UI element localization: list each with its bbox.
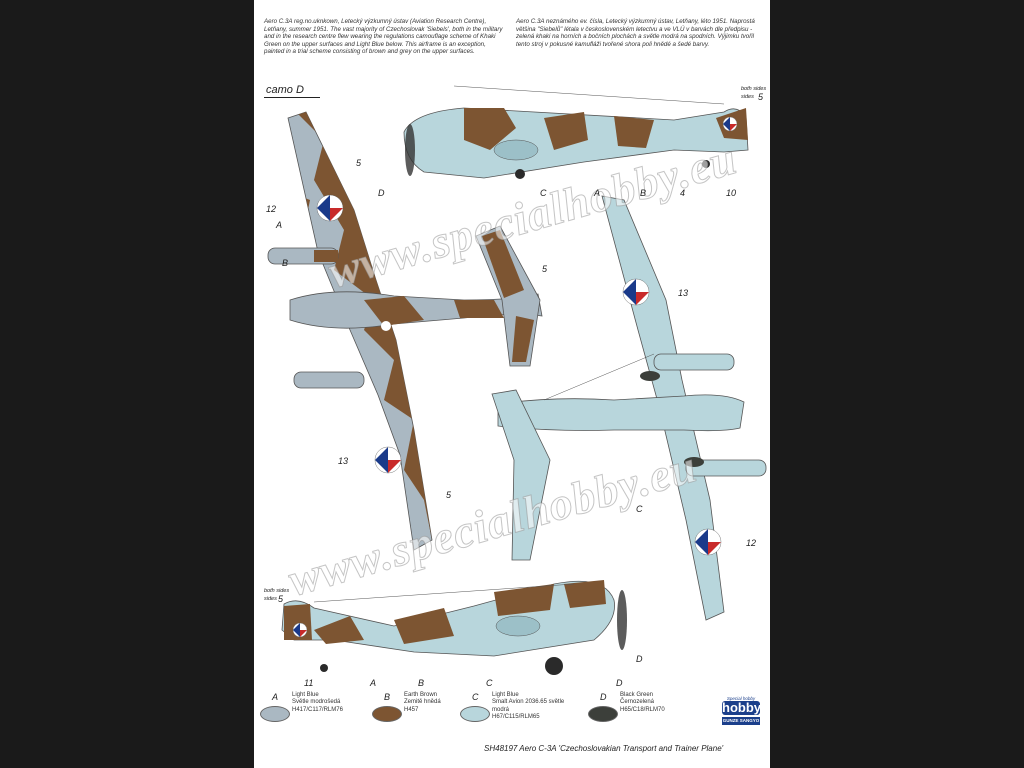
legend-name: Earth Brown	[404, 692, 438, 698]
logo-top-text: Special hobby	[726, 696, 756, 701]
color-swatch	[372, 706, 402, 722]
logo-brand: hobby	[722, 700, 761, 715]
callout-5-top-wing: 5	[356, 158, 362, 168]
legend-letter: A	[272, 692, 279, 702]
callout-c-top-profile: C	[540, 188, 547, 198]
callout-both-sides-top-2: sides	[741, 94, 754, 100]
legend-letter: D	[600, 692, 607, 702]
callout-b-top-profile: B	[640, 188, 646, 198]
callout-a-bottom-profile: A	[369, 678, 376, 688]
aircraft-artwork: www.specialhobby.eu www.specialhobby.eu …	[264, 85, 767, 688]
instruction-sheet: Aero C.3A reg.no.uknkown, Letecký výzkum…	[254, 0, 770, 768]
callout-13-top: 13	[338, 456, 348, 466]
callout-a-top: A	[275, 220, 282, 230]
callout-both-sides-bottom-2: sides	[264, 596, 277, 602]
callout-a-top-profile: A	[593, 188, 600, 198]
callout-12-bottom: 12	[746, 538, 756, 548]
legend-line3: H65/C18/RLM70	[620, 706, 665, 713]
camo-label: camo D	[264, 84, 320, 98]
callout-b-bottom-profile: B	[418, 678, 424, 688]
callout-5-tail: 5	[542, 264, 548, 274]
footer-title: SH48197 Aero C-3A 'Czechoslovakian Trans…	[484, 744, 724, 753]
callout-b-top: B	[282, 258, 288, 268]
callout-11: 11	[304, 678, 313, 688]
callout-both-sides-bottom: both sides	[264, 588, 289, 594]
callout-c-bottom: C	[636, 504, 643, 514]
legend-letter: B	[384, 692, 391, 702]
color-swatch	[588, 706, 618, 722]
legend-line2: Světle modrošedá	[292, 699, 341, 706]
callout-5-top-profile: 5	[758, 92, 764, 102]
legend-letter: C	[472, 692, 479, 702]
callout-10: 10	[726, 188, 736, 198]
color-swatch	[260, 706, 290, 722]
callout-d-top-profile: D	[378, 188, 385, 198]
description-czech: Aero C.3A neznámého ev. čísla, Letecký v…	[516, 18, 755, 48]
special-hobby-logo: Special hobby hobby GUNZE SANGYO	[722, 696, 761, 738]
legend-line2: Smalt Avion 2036.65 světle modrá	[492, 699, 565, 713]
callout-d-bottom-profile: D	[636, 654, 643, 664]
callout-c-bottom-profile: C	[486, 678, 493, 688]
description-english: Aero C.3A reg.no.uknkown, Letecký výzkum…	[264, 18, 503, 56]
legend-line3: H67/C115/RLM65	[492, 714, 540, 721]
callout-5-lower-wing: 5	[446, 490, 452, 500]
callout-d-bottom-profile-2: D	[616, 678, 623, 688]
legend-line3: H457	[404, 706, 419, 713]
callout-13-bottom: 13	[678, 288, 688, 298]
callout-4: 4	[680, 188, 685, 198]
legend-line2: Černozelená	[620, 699, 655, 706]
legend-name: Light Blue	[492, 692, 519, 698]
callout-5-bottom-profile: 5	[278, 594, 284, 604]
bottom-view	[491, 195, 767, 621]
legend-name: Black Green	[620, 692, 654, 698]
side-profile-right	[403, 85, 749, 179]
legend-line3: H417/C117/RLM76	[292, 706, 343, 713]
logo-sub: GUNZE SANGYO	[722, 717, 760, 725]
legend-line2: Zemitě hnědá	[404, 699, 441, 706]
color-swatch	[460, 706, 490, 722]
legend-name: Light Blue	[292, 692, 319, 698]
callout-12-top: 12	[266, 204, 276, 214]
callout-both-sides-top: both sides	[741, 86, 766, 92]
side-profile-left	[281, 580, 627, 675]
